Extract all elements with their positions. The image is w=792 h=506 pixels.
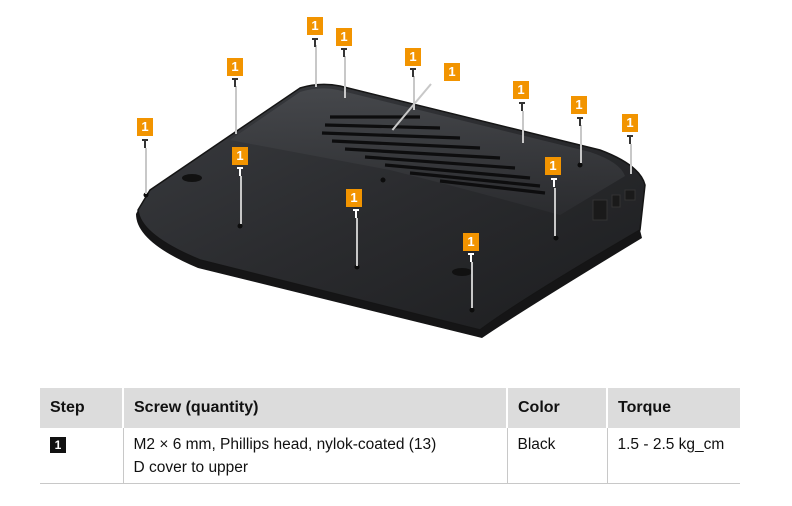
step-badge: 1 (50, 437, 66, 453)
screw-icon (142, 139, 148, 148)
leader-line (240, 176, 242, 224)
cell-torque: 1.5 - 2.5 kg_cm (606, 428, 740, 484)
screw-spec-table: Step Screw (quantity) Color Torque 1 M2 … (40, 388, 740, 484)
side-port (611, 194, 621, 208)
leader-line (315, 45, 317, 87)
screw-hole (577, 162, 583, 168)
screw-icon (519, 102, 525, 111)
header-step: Step (40, 388, 123, 428)
laptop-bottom-illustration: 1 1 1 1 1 1 1 1 1 1 1 1 1 (136, 17, 646, 338)
side-port (592, 199, 608, 221)
laptop-bottom-svg (136, 83, 646, 338)
leader-line (580, 125, 582, 163)
callout-step-1: 1 (405, 48, 421, 66)
screw-icon (468, 253, 474, 262)
screw-hole (143, 192, 149, 198)
header-torque: Torque (606, 388, 740, 428)
rubber-foot (452, 268, 472, 276)
table-header-row: Step Screw (quantity) Color Torque (40, 388, 740, 428)
callout-step-1: 1 (336, 28, 352, 46)
screw-hole (469, 307, 475, 313)
cell-step: 1 (40, 428, 123, 484)
leader-line (145, 148, 147, 194)
leader-line (522, 111, 524, 143)
leader-line (471, 262, 473, 308)
side-port (624, 189, 636, 201)
laptop-base-rim (136, 210, 642, 338)
screw-icon (410, 68, 416, 77)
screw-icon (237, 167, 243, 176)
callout-step-1: 1 (622, 114, 638, 132)
callout-step-1: 1 (513, 81, 529, 99)
screw-hole (237, 223, 243, 229)
callout-step-1: 1 (227, 58, 243, 76)
screw-hole (354, 264, 360, 270)
leader-line (344, 56, 346, 98)
callout-step-1: 1 (307, 17, 323, 35)
callout-step-1: 1 (444, 63, 460, 81)
cell-color: Black (506, 428, 607, 484)
screw-icon (341, 48, 347, 57)
screw-icon (312, 38, 318, 47)
screw-spec: M2 × 6 mm, Phillips head, nylok-coated (… (133, 436, 437, 453)
vent-grille (321, 115, 546, 195)
screw-hole (553, 235, 559, 241)
callout-step-1: 1 (232, 147, 248, 165)
leader-line (554, 188, 556, 236)
table-row: 1 M2 × 6 mm, Phillips head, nylok-coated… (40, 428, 740, 484)
screw-hole (380, 177, 386, 183)
callout-step-1: 1 (137, 118, 153, 136)
rubber-foot (182, 174, 202, 182)
header-screw-quantity: Screw (quantity) (122, 388, 507, 428)
callout-step-1: 1 (346, 189, 362, 207)
screw-icon (551, 178, 557, 187)
callout-step-1: 1 (463, 233, 479, 251)
cell-screw: M2 × 6 mm, Phillips head, nylok-coated (… (122, 428, 507, 484)
leader-line (630, 144, 632, 174)
screw-icon (627, 135, 633, 144)
leader-line (413, 76, 415, 110)
screw-location: D cover to upper (133, 459, 249, 476)
callout-step-1: 1 (545, 157, 561, 175)
leader-line (356, 218, 358, 266)
leader-line (235, 86, 237, 134)
callout-step-1: 1 (571, 96, 587, 114)
header-color: Color (506, 388, 607, 428)
screw-icon (232, 78, 238, 87)
screw-icon (577, 117, 583, 126)
screw-icon (353, 209, 359, 218)
